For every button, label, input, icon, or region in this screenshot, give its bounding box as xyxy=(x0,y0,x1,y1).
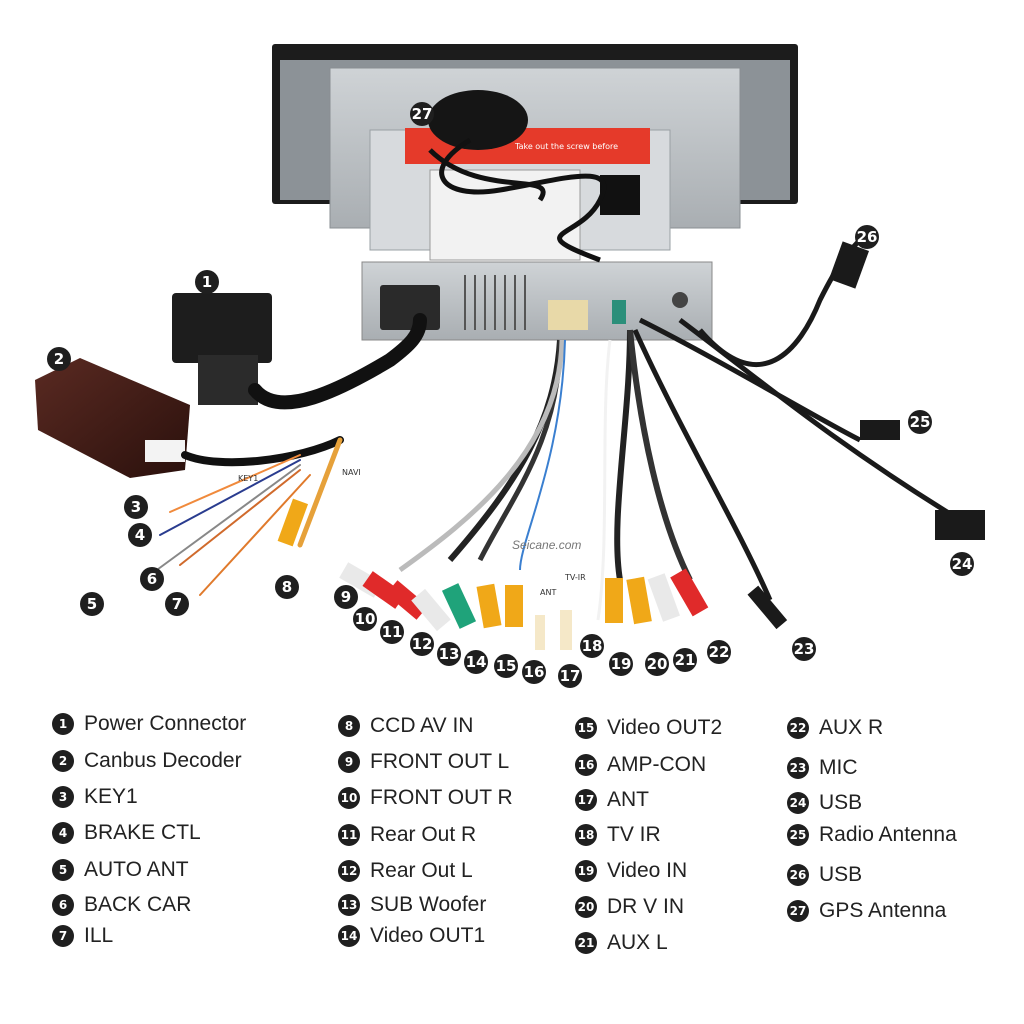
navi-tag: NAVI xyxy=(342,468,361,477)
wiring-illustration xyxy=(35,44,985,650)
callout-14: 14 xyxy=(464,650,488,674)
main-socket xyxy=(380,285,440,330)
callout-8: 8 xyxy=(275,575,299,599)
callout-11: 11 xyxy=(380,620,404,644)
warning-sticker-text: Take out the screw before xyxy=(515,142,619,151)
callout-13: 13 xyxy=(437,642,461,666)
tv-ir-tag: TV-IR xyxy=(565,573,586,582)
callout-20: 20 xyxy=(645,652,669,676)
round-socket xyxy=(672,292,688,308)
callout-18: 18 xyxy=(580,634,604,658)
ant-tag: ANT xyxy=(540,588,557,597)
callout-25: 25 xyxy=(908,410,932,434)
callout-19: 19 xyxy=(609,652,633,676)
head-unit xyxy=(272,44,798,341)
callout-15: 15 xyxy=(494,654,518,678)
callout-5: 5 xyxy=(80,592,104,616)
ant-socket xyxy=(612,300,626,324)
callout-16: 16 xyxy=(522,660,546,684)
callout-2: 2 xyxy=(47,347,71,371)
spec-sticker xyxy=(429,169,581,261)
callout-7: 7 xyxy=(165,592,189,616)
callout-26: 26 xyxy=(855,225,879,249)
callout-3: 3 xyxy=(124,495,148,519)
rca-plugs-right xyxy=(535,241,985,650)
callout-10: 10 xyxy=(353,607,377,631)
wiring-diagram: Seicane.com TV-IR ANT KEY1 NAVI Take out… xyxy=(35,44,985,688)
callout-27: 27 xyxy=(410,102,434,126)
av-socket xyxy=(548,300,588,330)
main-harness xyxy=(248,313,427,410)
callout-9: 9 xyxy=(334,585,358,609)
callout-23: 23 xyxy=(792,637,816,661)
callout-24: 24 xyxy=(950,552,974,576)
callout-12: 12 xyxy=(410,632,434,656)
key1-tag: KEY1 xyxy=(238,474,259,483)
callout-22: 22 xyxy=(707,640,731,664)
watermark: Seicane.com xyxy=(512,538,582,552)
rca-plugs-left xyxy=(277,498,523,632)
callout-21: 21 xyxy=(673,648,697,672)
callout-4: 4 xyxy=(128,523,152,547)
qr-code xyxy=(600,175,640,215)
power-connector xyxy=(172,293,272,405)
callout-17: 17 xyxy=(558,664,582,688)
gps-antenna xyxy=(428,90,607,263)
canbus-decoder xyxy=(35,358,190,478)
callout-1: 1 xyxy=(195,270,219,294)
callout-6: 6 xyxy=(140,567,164,591)
